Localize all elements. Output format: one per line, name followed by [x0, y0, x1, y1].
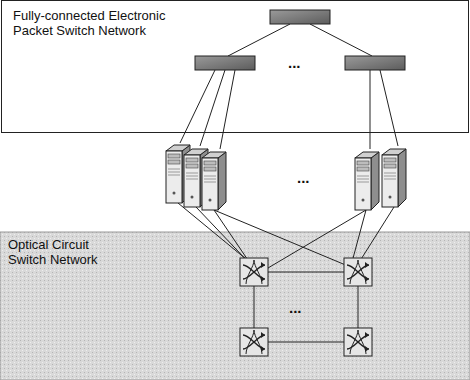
- server: [202, 152, 226, 210]
- packet-band-ground: [2, 1, 469, 133]
- optical-mesh: [254, 272, 358, 342]
- band-title: Fully-connected Electronic Packet Switch…: [13, 8, 173, 38]
- band-title: Optical Circuit Switch Network: [8, 237, 118, 267]
- optical-switch-band: Optical Circuit Switch Network: [0, 232, 470, 380]
- optical-switch: [240, 258, 268, 286]
- packet-links: [180, 24, 398, 149]
- optical-band-ground: [0, 232, 470, 380]
- server: [382, 149, 406, 207]
- optical-switch: [240, 328, 268, 356]
- packet-switch: [270, 10, 330, 24]
- server: [355, 152, 379, 210]
- packet-switch-band: Fully-connected Electronic Packet Switch…: [2, 1, 468, 132]
- packet-switch: [345, 56, 405, 70]
- optical-switch: [344, 328, 372, 356]
- packet-switch: [195, 56, 255, 70]
- ellipsis-label: ...: [297, 170, 310, 185]
- ellipsis-label: ...: [288, 55, 301, 70]
- optical-switch: [344, 258, 372, 286]
- ellipsis-label: ...: [289, 300, 302, 315]
